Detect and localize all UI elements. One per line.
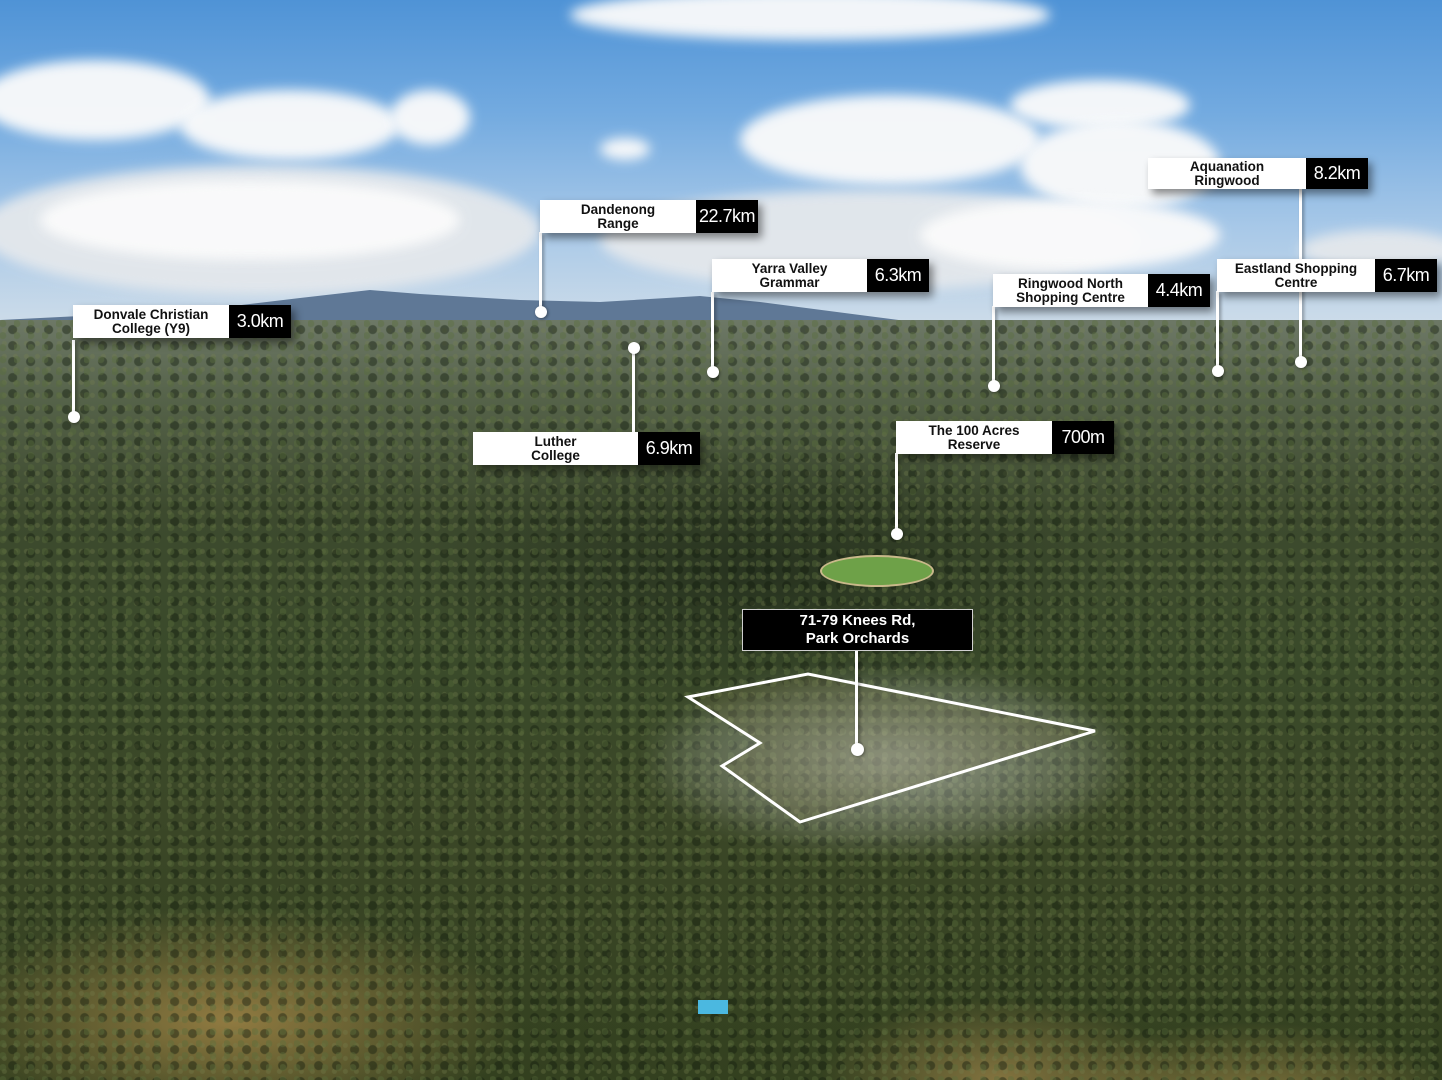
landmark-callout-luther: Luther College 6.9km [473, 432, 700, 465]
callout-stem [895, 453, 898, 533]
landmark-distance: 4.4km [1148, 274, 1210, 307]
landmark-callout-eastland: Eastland Shopping Centre 6.7km [1217, 259, 1437, 292]
landmark-distance: 22.7km [696, 200, 758, 233]
location-pin-icon [628, 342, 640, 354]
callout-stem [632, 348, 635, 434]
callout-stem [1216, 291, 1219, 371]
landmark-name: Ringwood North Shopping Centre [993, 274, 1148, 307]
cloud [740, 95, 1040, 185]
landmark-callout-yarra-valley: Yarra Valley Grammar 6.3km [712, 259, 929, 292]
landmark-name: Dandenong Range [540, 200, 696, 233]
cloud [0, 60, 210, 140]
cloud [570, 0, 1050, 40]
property-address-label: 71-79 Knees Rd, Park Orchards [742, 609, 973, 651]
cloud [920, 200, 1220, 270]
callout-stem [711, 292, 714, 372]
landmark-name: The 100 Acres Reserve [896, 421, 1052, 454]
cloud [600, 138, 650, 160]
callout-stem [539, 232, 542, 310]
landmark-distance: 700m [1052, 421, 1114, 454]
location-pin-icon [988, 380, 1000, 392]
landmark-callout-ringwood-north: Ringwood North Shopping Centre 4.4km [993, 274, 1210, 307]
cloud [40, 180, 460, 260]
landmark-callout-dandenong: Dandenong Range 22.7km [540, 200, 758, 233]
callout-stem [855, 650, 858, 746]
landmark-distance: 3.0km [229, 305, 291, 338]
landmark-name: Yarra Valley Grammar [712, 259, 867, 292]
landmark-distance: 6.3km [867, 259, 929, 292]
landmark-distance: 8.2km [1306, 158, 1368, 189]
location-pin-icon [707, 366, 719, 378]
location-pin-icon [891, 528, 903, 540]
landmark-distance: 6.9km [638, 432, 700, 465]
swimming-pool [698, 1000, 728, 1014]
landmark-name: Aquanation Ringwood [1148, 158, 1306, 189]
callout-stem [992, 306, 995, 386]
location-pin-icon [1212, 365, 1224, 377]
landmark-callout-100-acres: The 100 Acres Reserve 700m [896, 421, 1114, 454]
landmark-name: Donvale Christian College (Y9) [73, 305, 229, 338]
landmark-name: Luther College [473, 432, 638, 465]
boundary-haze [650, 670, 1130, 850]
callout-stem [72, 340, 75, 416]
cloud [180, 90, 400, 160]
landmark-callout-aquanation: Aquanation Ringwood 8.2km [1148, 158, 1368, 189]
landmark-distance: 6.7km [1375, 259, 1437, 292]
landmark-callout-donvale: Donvale Christian College (Y9) 3.0km [73, 305, 291, 338]
location-pin-icon [535, 306, 547, 318]
location-pin-icon [1295, 356, 1307, 368]
location-pin-icon [68, 411, 80, 423]
cloud [390, 90, 470, 145]
sports-oval [820, 555, 934, 587]
landmark-name: Eastland Shopping Centre [1217, 259, 1375, 292]
property-pin-icon [851, 743, 864, 756]
